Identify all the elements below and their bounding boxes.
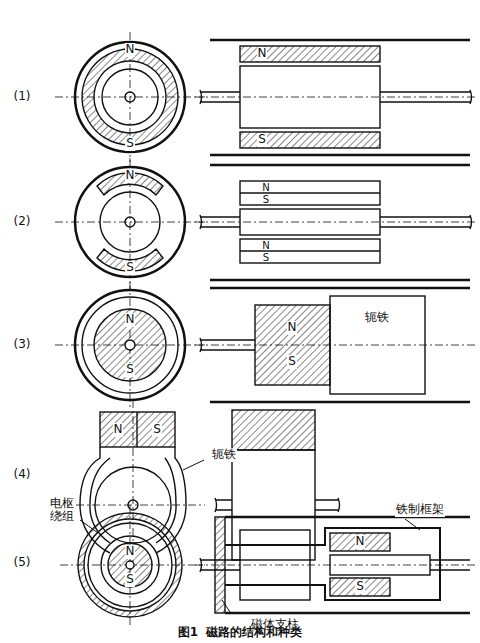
pole-label: N xyxy=(257,47,268,60)
pole-label: S xyxy=(355,580,365,593)
pole-label: N xyxy=(125,313,136,326)
pole-label: S xyxy=(152,423,162,436)
pole-label: S xyxy=(262,252,270,263)
pole-label: N xyxy=(125,169,136,182)
pole-label: S xyxy=(262,194,270,205)
part-label: 铁制框架 xyxy=(395,503,445,516)
part-label: 轭铁 xyxy=(364,311,390,324)
part-label: 轭铁 xyxy=(211,448,237,461)
row-number: (1) xyxy=(13,90,32,103)
pole-label: S xyxy=(287,355,297,368)
pole-label: S xyxy=(125,363,135,376)
row-number: (2) xyxy=(13,215,32,228)
pole-label: N xyxy=(125,545,136,558)
row-number: (4) xyxy=(13,468,32,481)
pole-label: S xyxy=(125,137,135,150)
pole-label: S xyxy=(125,573,135,586)
part-label: 电枢绕组 xyxy=(49,497,75,523)
pole-label: S xyxy=(257,133,267,146)
row-number: (3) xyxy=(13,338,32,351)
pole-label: N xyxy=(261,182,270,193)
pole-label: N xyxy=(261,240,270,251)
row-number: (5) xyxy=(13,556,32,569)
pole-label: N xyxy=(113,423,124,436)
figure-caption: 图1 磁路的结构和种类 xyxy=(178,624,303,641)
pole-label: N xyxy=(355,535,366,548)
pole-label: N xyxy=(125,43,136,56)
pole-label: S xyxy=(125,261,135,274)
pole-label: N xyxy=(287,321,298,334)
